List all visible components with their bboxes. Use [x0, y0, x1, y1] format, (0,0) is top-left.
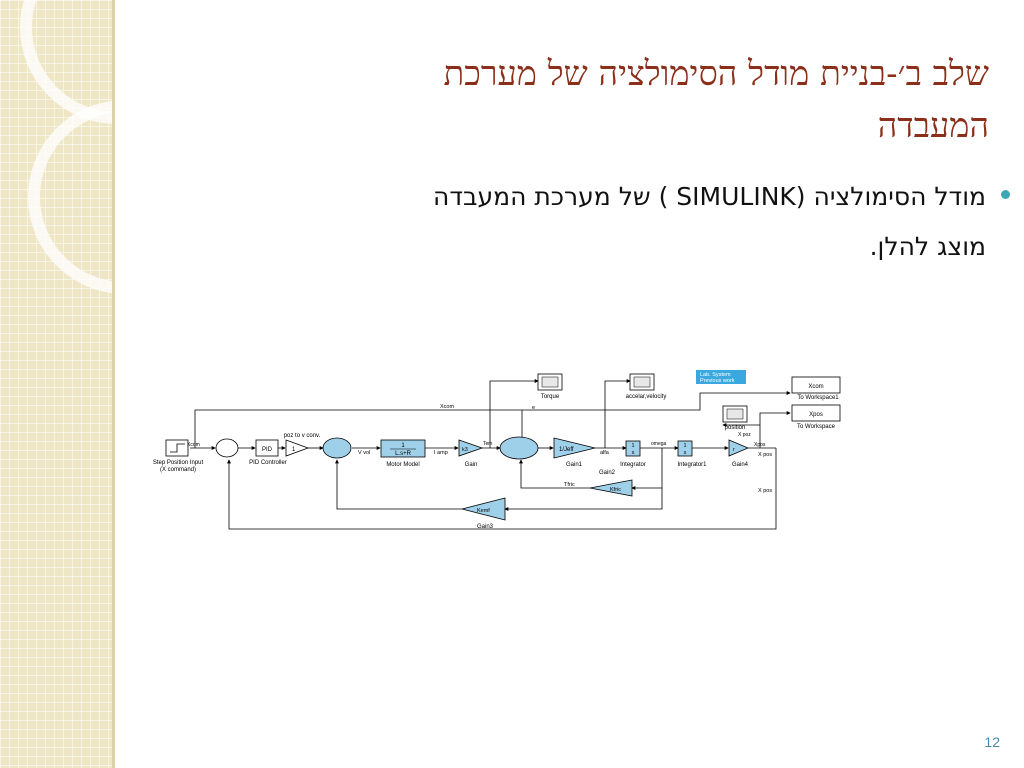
wire-xcom-branch [194, 391, 791, 448]
accel-scope-screen [633, 376, 651, 388]
gain4-label: Gain4 [732, 462, 749, 468]
bullet-dot-icon [1001, 190, 1010, 199]
integ1-top: 1 [683, 443, 686, 449]
torque-label: Torque [541, 394, 560, 400]
signal-omega: omega [651, 441, 667, 447]
torque-scope-screen [541, 376, 559, 388]
wire-kfric-sum3 [519, 459, 590, 489]
motor-label: Motor Model [386, 462, 419, 468]
integ-top: 1 [631, 443, 634, 449]
wire-kemf-feedback [504, 488, 663, 511]
sum-block-3 [499, 436, 539, 460]
signal-xpos-right: Xpos [754, 442, 766, 448]
gain4-text: r [733, 447, 735, 453]
gain-label: Gain [465, 462, 478, 468]
wire-position-feedback [227, 448, 777, 530]
gain2-label: Gain2 [599, 470, 616, 476]
gain-k3-text: k3 [462, 447, 468, 453]
lab-system-line2: Previous work [700, 378, 735, 384]
signal-tfric: Tfric [564, 482, 575, 488]
kfric-text: Kfric [610, 487, 621, 493]
bullet-line2: מוצג להלן. [869, 232, 986, 261]
kemf-text: Kemf [477, 508, 490, 514]
xcom-workspace-block [791, 376, 841, 394]
integrator1-label: Integrator1 [677, 462, 707, 468]
gain-k3-block [458, 439, 484, 457]
sum-block-2 [322, 437, 352, 459]
slide-title-line2: המעבדה [877, 106, 989, 146]
signal-xcom-left: Xcom [187, 442, 200, 448]
slide-number: 12 [984, 734, 1000, 750]
motor-bot: L.s+R [395, 451, 412, 457]
accel-label: accelar,velocity [626, 394, 667, 400]
step-label: Step Position Input [153, 460, 204, 466]
pid-text: PID [262, 447, 273, 453]
xpos-workspace-text: Xpos [809, 412, 823, 418]
motor-top: 1 [401, 443, 405, 449]
pid-block [255, 439, 279, 457]
simulink-diagram: Step Position Input (X command) Xcom PID… [153, 370, 841, 530]
sum-block-1 [215, 438, 239, 458]
position-label: position [725, 425, 746, 431]
wire-torque-scope [489, 379, 539, 448]
xcom-workspace-text: Xcom [808, 384, 823, 390]
gain4-block [728, 439, 750, 457]
gain3-label: Gain3 [477, 524, 494, 530]
integ-bot: s [632, 450, 635, 456]
xpos-workspace-label: To Workspace [797, 424, 836, 430]
signal-iamp: I amp [434, 450, 448, 456]
xpos-workspace-block [791, 404, 841, 422]
wire-kemf-sum2 [335, 459, 462, 510]
signal-tem: Tem [483, 441, 492, 447]
slide-title: שלב ב׳-בניית מודל הסימולציה של מערכת המע… [229, 48, 989, 152]
gain1-label: Gain1 [566, 462, 583, 468]
motor-model-block [380, 439, 426, 458]
integrator-block [625, 440, 641, 457]
slide-title-line1: שלב ב׳-בניית מודל הסימולציה של מערכת [443, 54, 989, 94]
signal-xpos: X pos [758, 452, 772, 458]
lab-system-box [696, 370, 746, 384]
step-icon [170, 443, 185, 453]
signal-xpos-bottom: X pos [758, 488, 772, 494]
sidebar-edge [112, 0, 115, 768]
position-scope-screen [726, 408, 744, 420]
signal-e: e [532, 405, 535, 411]
lab-system-line1: Lab. System [700, 372, 731, 378]
gain1-block [553, 437, 596, 459]
signal-vvol: V vol [358, 450, 370, 456]
gain1-text: 1/Jeff [559, 447, 574, 453]
wire-accel-scope [604, 379, 631, 448]
bullet-item: מודל הסימולציה (SIMULINK ) של מערכת המעב… [206, 172, 1010, 272]
wire-xpos-workspace [759, 411, 791, 448]
conv-gain-block [285, 439, 310, 457]
integrator-label: Integrator [620, 462, 646, 468]
xcom-workspace-label: To Workspace1 [797, 395, 839, 401]
step-label2: (X command) [160, 467, 196, 473]
integ1-bot: s [684, 450, 687, 456]
bullet-line1: מודל הסימולציה (SIMULINK ) של מערכת המעב… [433, 182, 986, 211]
integrator1-block [677, 440, 693, 457]
kfric-block [589, 479, 633, 497]
conv-label: poz to v conv. [284, 433, 321, 439]
decorative-sidebar [0, 0, 112, 768]
signal-xpoz: X poz [738, 432, 751, 438]
conv-text: 1 [292, 447, 296, 453]
kemf-block [461, 497, 506, 521]
decorative-ring-bottom [28, 100, 112, 294]
signal-xcom-top: Xcom [440, 404, 454, 410]
pid-label: PID Controller [249, 460, 287, 466]
signal-alfa: alfa [600, 450, 610, 456]
